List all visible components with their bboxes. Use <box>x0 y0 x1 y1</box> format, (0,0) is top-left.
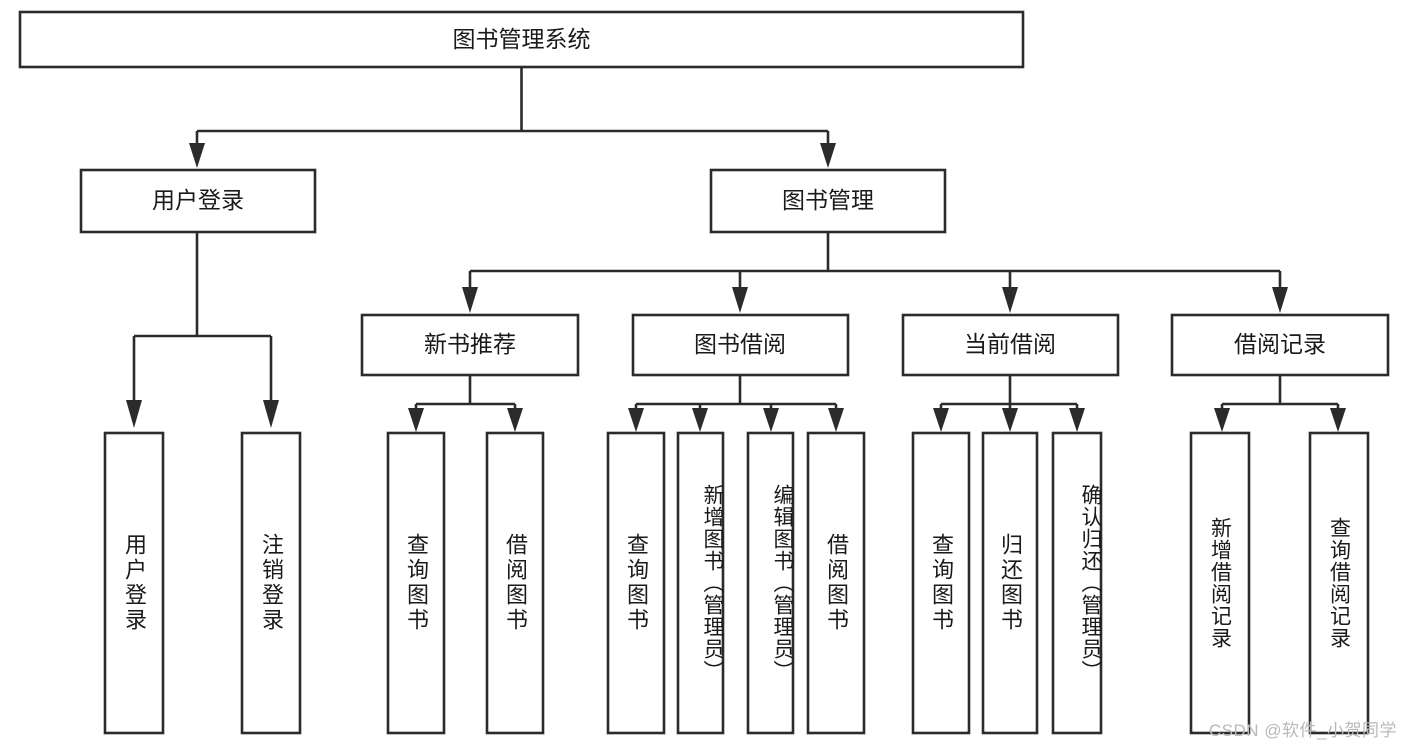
arrow-leaf-cb-1 <box>933 408 949 432</box>
node-book-management[interactable]: 图书管理 <box>709 168 947 234</box>
leaf-rect-bb-edit-book[interactable] <box>746 431 795 735</box>
arrow-leaf-cb-2 <box>1002 408 1018 432</box>
node-book-borrow-label: 图书借阅 <box>694 331 786 357</box>
arrow-borrow-record <box>1272 287 1288 313</box>
csdn-watermark: CSDN @软件_小贺同学 <box>1208 721 1397 740</box>
leaf-rect-br-add-record[interactable] <box>1189 431 1251 735</box>
node-root-rect[interactable] <box>18 10 1025 69</box>
node-borrow-record-label: 借阅记录 <box>1234 331 1326 357</box>
node-root-label: 图书管理系统 <box>453 26 591 52</box>
node-current-borrow-rect[interactable] <box>901 313 1120 377</box>
node-borrow-record[interactable]: 借阅记录 <box>1170 313 1390 377</box>
node-layer: 图书管理系统 用户登录 图书管理 新书推荐 图书借阅 <box>18 10 1390 735</box>
node-book-borrow[interactable]: 图书借阅 <box>631 313 850 377</box>
arrow-book-borrow <box>732 287 748 313</box>
arrow-leaf-logout <box>263 400 279 428</box>
node-borrow-record-rect[interactable] <box>1170 313 1390 377</box>
leaf-rect-cb-confirm-return[interactable] <box>1051 431 1103 735</box>
arrow-leaf-nbr-2 <box>507 408 523 432</box>
arrow-leaf-bb-2 <box>692 408 708 432</box>
arrow-leaf-bb-3 <box>763 408 779 432</box>
arrow-user-login <box>189 143 205 168</box>
leaf-rect-bb-add-book[interactable] <box>676 431 725 735</box>
node-user-login-label: 用户登录 <box>152 187 244 213</box>
node-user-login[interactable]: 用户登录 <box>79 168 317 234</box>
leaf-rect-user-login[interactable] <box>103 431 165 735</box>
arrow-leaf-bb-1 <box>628 408 644 432</box>
leaf-rect-nbr-borrow-book[interactable] <box>485 431 545 735</box>
arrow-leaf-cb-3 <box>1069 408 1085 432</box>
arrow-leaf-user-login <box>126 400 142 428</box>
arrow-new-book-recommend <box>462 287 478 313</box>
leaf-rect-cb-return-book[interactable] <box>981 431 1039 735</box>
leaf-rect-br-query-record[interactable] <box>1308 431 1370 735</box>
node-book-borrow-rect[interactable] <box>631 313 850 377</box>
arrow-leaf-nbr-1 <box>408 408 424 432</box>
node-new-book-recommend[interactable]: 新书推荐 <box>360 313 580 377</box>
leaf-rect-bb-query-book[interactable] <box>606 431 666 735</box>
arrow-leaf-br-2 <box>1330 408 1346 432</box>
leaf-rect-cb-query-book[interactable] <box>911 431 971 735</box>
node-new-book-recommend-label: 新书推荐 <box>424 331 516 357</box>
arrow-book-manage <box>820 143 836 168</box>
node-new-book-recommend-rect[interactable] <box>360 313 580 377</box>
arrow-leaf-bb-4 <box>828 408 844 432</box>
node-book-management-label: 图书管理 <box>782 187 874 213</box>
arrow-leaf-br-1 <box>1214 408 1230 432</box>
leaf-rect-nbr-query-book[interactable] <box>386 431 446 735</box>
node-current-borrow-label: 当前借阅 <box>964 331 1056 357</box>
node-root-book-management-system[interactable]: 图书管理系统 <box>18 10 1025 69</box>
leaf-rect-logout[interactable] <box>240 431 302 735</box>
leaf-rect-bb-borrow-book[interactable] <box>806 431 866 735</box>
node-user-login-rect[interactable] <box>79 168 317 234</box>
arrow-current-borrow <box>1002 287 1018 313</box>
node-current-borrow[interactable]: 当前借阅 <box>901 313 1120 377</box>
node-book-management-rect[interactable] <box>709 168 947 234</box>
connector-layer <box>126 67 1346 432</box>
